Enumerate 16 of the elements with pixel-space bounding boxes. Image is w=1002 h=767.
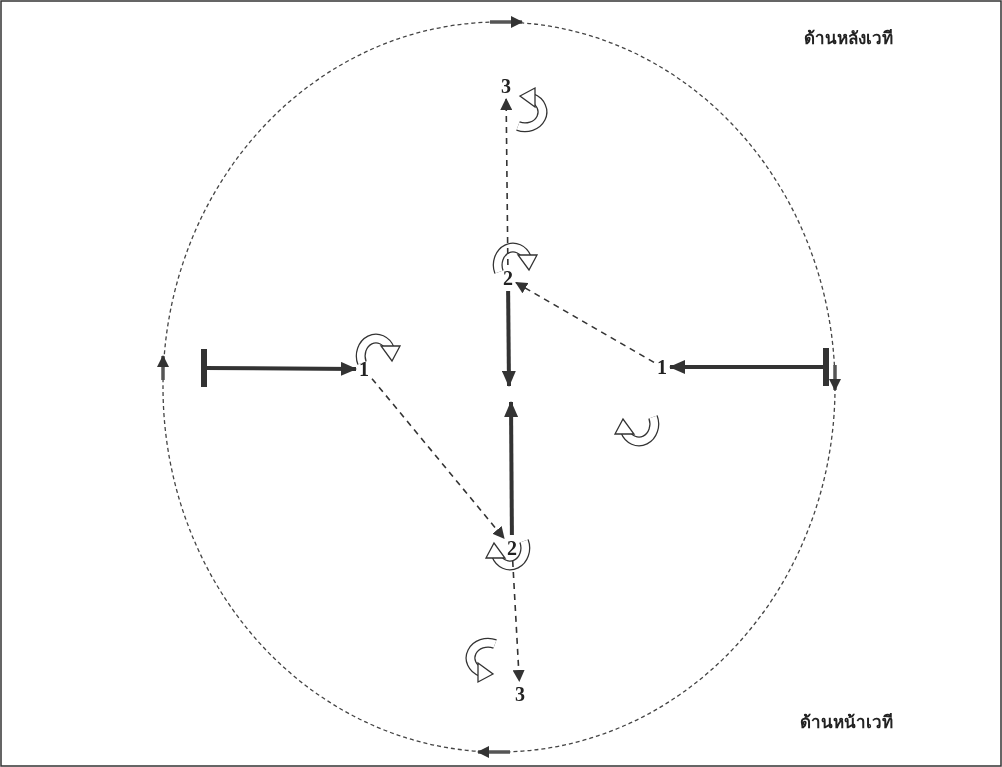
arrow	[504, 401, 519, 535]
arrow	[371, 377, 505, 540]
stage-side-label: ด้านหน้าเวที	[800, 711, 893, 734]
arrow	[500, 98, 513, 266]
stage-side-label: ด้านหลังเวที	[804, 27, 893, 50]
step-number: 3	[501, 76, 511, 96]
arrow	[515, 281, 655, 364]
arrow	[204, 361, 357, 376]
step-number: 3	[515, 684, 525, 704]
step-number: 1	[657, 357, 667, 377]
arrow	[511, 560, 525, 682]
step-number: 1	[359, 359, 369, 379]
arrow	[501, 290, 516, 387]
step-number: 2	[507, 538, 517, 558]
arrow	[669, 360, 826, 374]
step-number: 2	[503, 268, 513, 288]
